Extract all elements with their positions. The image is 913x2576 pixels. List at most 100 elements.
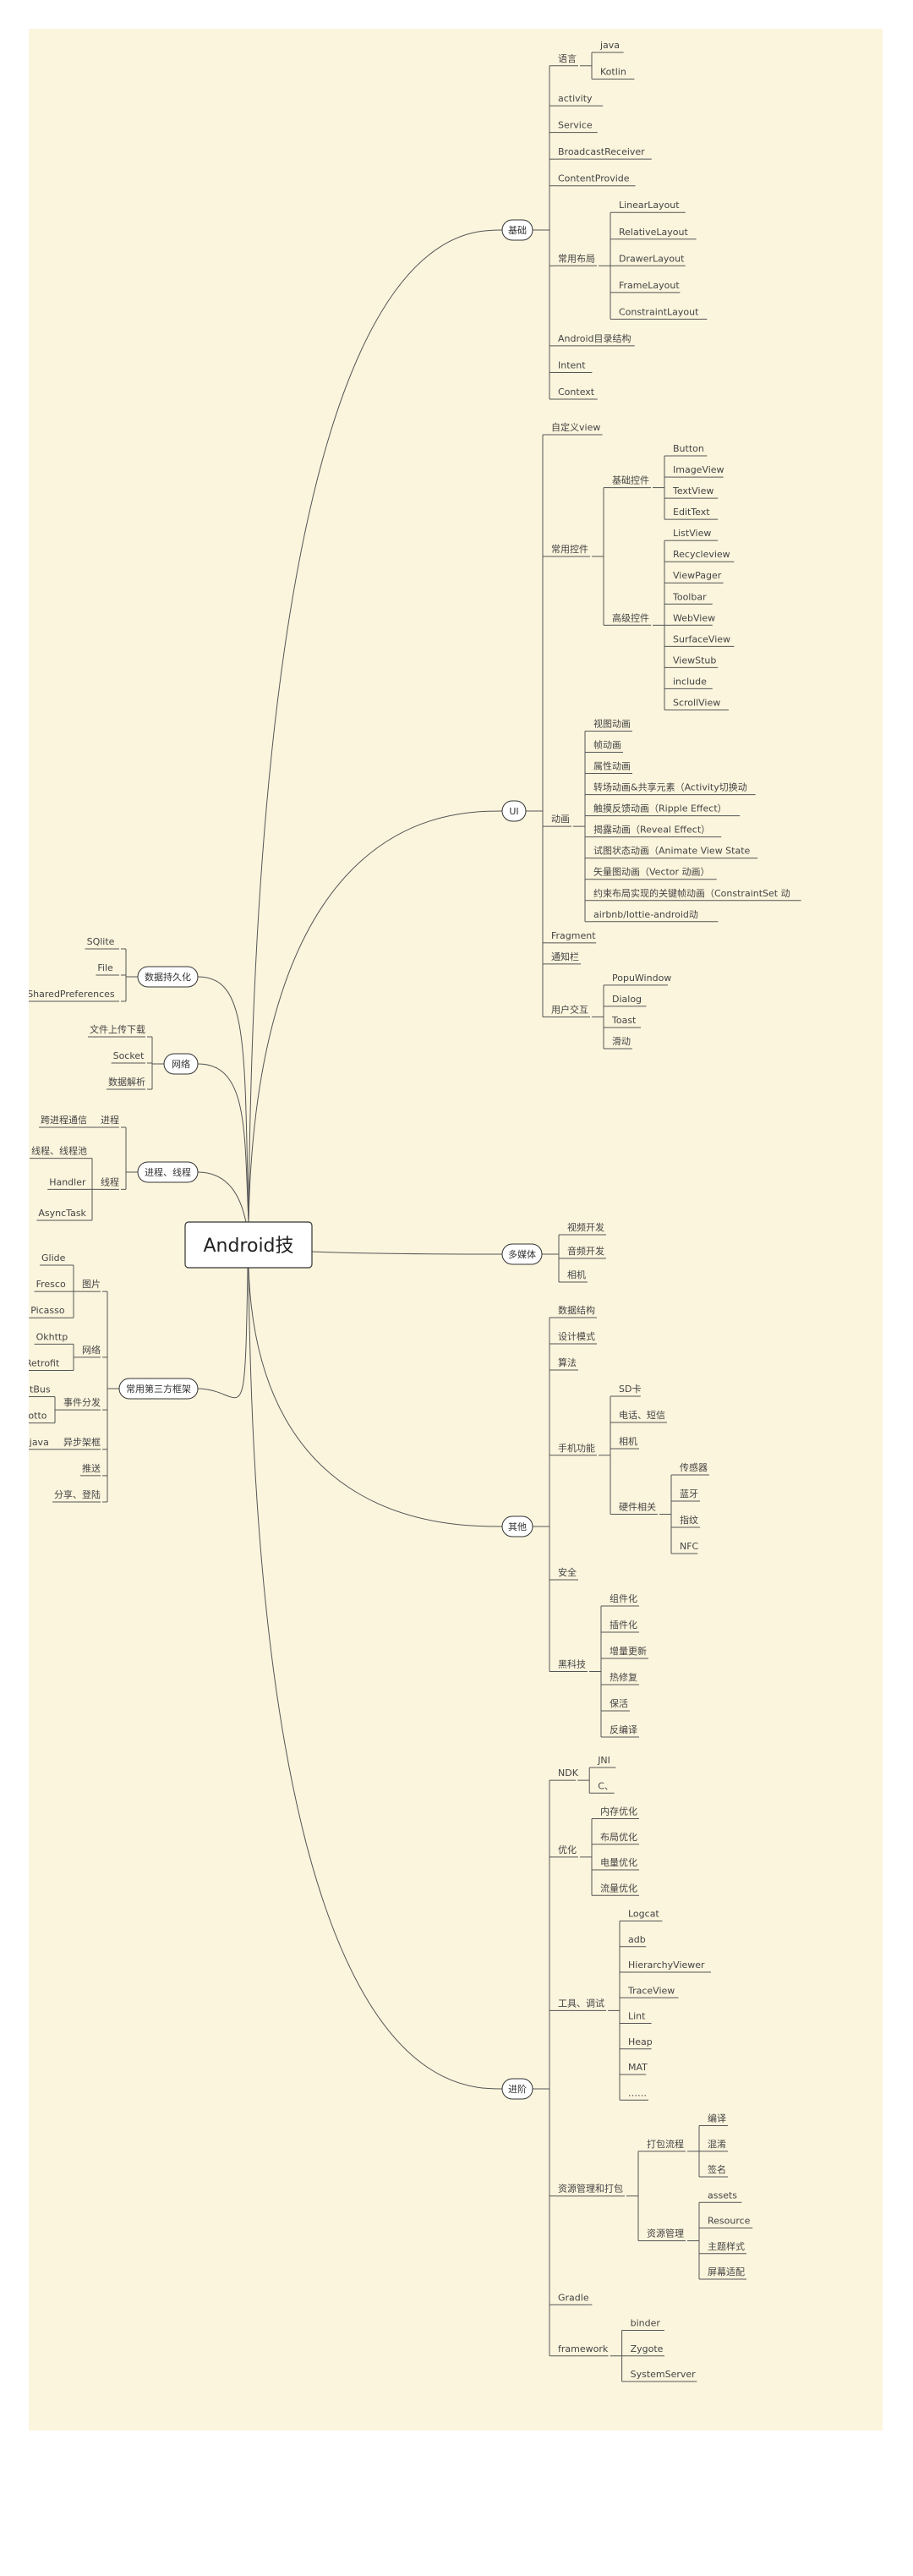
right-node-label: NFC	[680, 1541, 699, 1552]
left-hub-node[interactable]	[137, 966, 199, 988]
right-node-label: 主题样式	[708, 2240, 745, 2252]
right-node-label: SD卡	[619, 1384, 641, 1395]
right-node-label: WebView	[673, 612, 715, 623]
right-node-label: include	[673, 676, 707, 687]
right-node-label: 反编译	[610, 1724, 637, 1735]
right-node-label: 电话、短信	[619, 1409, 665, 1421]
right-node-label: 揭露动画（Reveal Effect）	[593, 824, 710, 836]
right-node-label: Context	[558, 386, 595, 397]
right-node-label: Gradle	[558, 2292, 589, 2303]
right-hub-node[interactable]	[501, 1243, 543, 1265]
right-node-label: Recycleview	[673, 549, 730, 560]
left-node-label: AsyncTask	[38, 1208, 86, 1219]
right-node-label: 增量更新	[610, 1645, 647, 1657]
right-node-label: TraceView	[627, 1985, 675, 1996]
right-node-label: Kotlin	[600, 67, 626, 78]
right-node-label: JNI	[597, 1755, 610, 1766]
left-hub-node[interactable]	[137, 1161, 199, 1183]
right-node-label: binder	[631, 2318, 661, 2329]
right-node-label: Service	[558, 120, 593, 131]
right-node-label: 优化	[558, 1844, 577, 1855]
right-node-label: FrameLayout	[619, 280, 680, 291]
right-node-label: 基础控件	[612, 474, 649, 486]
left-node-label: 线程、线程池	[31, 1145, 87, 1157]
left-node-label: SharedPreferences	[29, 989, 115, 1000]
right-node-label: java	[599, 40, 620, 51]
left-node-label: 推送	[82, 1462, 101, 1474]
right-node-label: ContentProvide	[558, 173, 630, 184]
root-node[interactable]	[184, 1221, 313, 1269]
right-node-label: PopuWindow	[612, 973, 671, 984]
right-node-label: 用户交互	[551, 1003, 588, 1015]
right-node-label: 组件化	[610, 1592, 637, 1604]
right-node-label: 帧动画	[593, 739, 621, 751]
left-node-label: SQlite	[87, 936, 115, 947]
left-node-label: 事件分发	[63, 1396, 101, 1408]
left-node-aside: 跨进程通信	[41, 1115, 87, 1126]
left-node-label: Handler	[49, 1176, 86, 1187]
right-node-label: C、	[598, 1780, 614, 1791]
left-node-label: Fresco	[36, 1279, 66, 1290]
left-node-label: 文件上传下载	[90, 1023, 145, 1035]
right-node-label: Dialog	[612, 994, 642, 1005]
right-node-label: Heap	[628, 2036, 653, 2047]
right-hub-node[interactable]	[501, 1515, 533, 1537]
right-hub-node[interactable]	[501, 800, 527, 822]
right-node-label: Toolbar	[672, 591, 707, 602]
right-node-label: 资源管理	[647, 2228, 684, 2239]
left-node-label: Glide	[41, 1252, 66, 1263]
right-node-label: 转场动画&共享元素（Activity切换动	[593, 781, 747, 793]
right-node-label: 设计模式	[558, 1331, 595, 1342]
right-node-label: ListView	[673, 528, 711, 539]
right-hub-label: 基础	[508, 225, 527, 236]
right-node-label: SurfaceView	[673, 633, 730, 644]
left-hub-node[interactable]	[118, 1378, 199, 1400]
right-node-label: 保活	[610, 1697, 628, 1709]
right-node-label: Fragment	[551, 930, 596, 941]
right-node-label: Intent	[558, 359, 586, 370]
left-node-label: Picasso	[30, 1305, 65, 1316]
right-node-label: 属性动画	[593, 760, 631, 772]
left-hub-label: 常用第三方框架	[126, 1383, 191, 1395]
left-hub-node[interactable]	[163, 1053, 199, 1075]
right-node-label: 矢量图动画（Vector 动画）	[593, 866, 710, 878]
right-node-label: 签名	[708, 2163, 726, 2175]
right-hub-node[interactable]	[501, 2078, 533, 2100]
right-node-label: 算法	[558, 1357, 577, 1368]
right-node-label: EditText	[673, 507, 710, 518]
right-node-label: 黑科技	[558, 1658, 586, 1670]
right-node-label: 语言	[558, 53, 577, 64]
right-node-label: Lint	[628, 2011, 646, 2022]
right-node-label: ConstraintLayout	[619, 306, 699, 317]
right-node-label: Zygote	[631, 2343, 664, 2354]
right-hub-label: 进阶	[508, 2083, 527, 2095]
right-node-label: 相机	[567, 1269, 586, 1280]
right-node-label: 安全	[558, 1566, 577, 1578]
right-node-label: framework	[558, 2343, 609, 2354]
right-node-label: 滑动	[612, 1036, 631, 1047]
right-node-label: DrawerLayout	[619, 253, 685, 264]
left-hub-label: 数据持久化	[145, 971, 191, 983]
mind-map-svg: Android技基础语言javaKotlinactivityServiceBro…	[29, 40, 801, 2382]
right-node-label: 流量优化	[600, 1882, 637, 1894]
left-node-label: 数据解析	[108, 1076, 145, 1088]
left-hub-label: 网络	[172, 1058, 190, 1070]
left-node-label: Socket	[113, 1050, 145, 1061]
right-node-label: RelativeLayout	[619, 227, 688, 238]
left-node-label: File	[97, 962, 113, 973]
left-node-label: EventBus	[29, 1384, 51, 1395]
left-node-label: otto	[29, 1411, 47, 1422]
right-hub-node[interactable]	[501, 219, 533, 241]
right-node-label: airbnb/lottie-android动	[593, 909, 698, 920]
right-node-label: 视图动画	[593, 717, 631, 729]
right-node-label: 常用控件	[551, 543, 588, 555]
right-node-label: Button	[673, 443, 704, 454]
left-hub-label: 进程、线程	[145, 1166, 191, 1178]
right-node-label: 指纹	[680, 1514, 698, 1526]
right-node-label: 热修复	[610, 1671, 637, 1683]
right-node-label: 触摸反馈动画（Ripple Effect）	[593, 803, 727, 814]
left-node-label: 网络	[82, 1344, 101, 1356]
right-node-label: 插件化	[610, 1619, 637, 1631]
right-node-label: Logcat	[628, 1909, 659, 1920]
